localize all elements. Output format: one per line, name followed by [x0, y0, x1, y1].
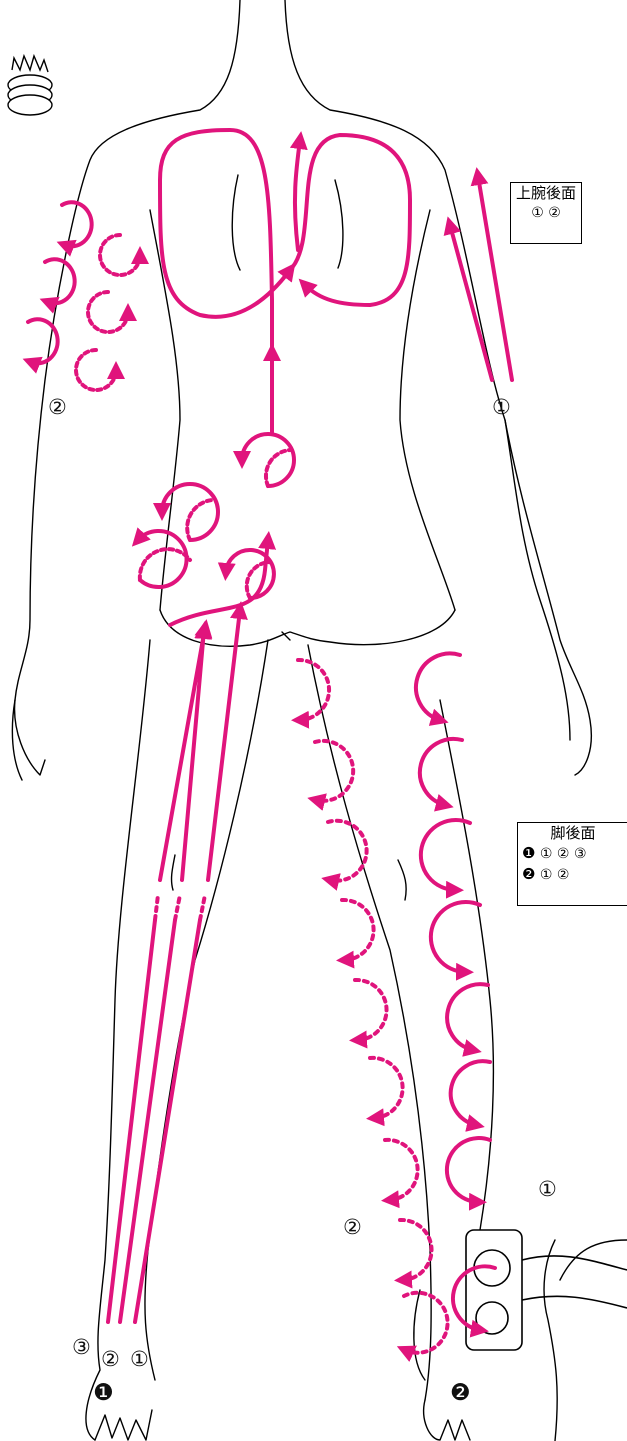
legend-upper-arm-back: 上腕後面 ① ②: [510, 182, 582, 244]
legend-item: ①: [540, 867, 553, 883]
label-leg-right-1: ①: [538, 1179, 557, 1200]
legend-item: ②: [557, 867, 570, 883]
right-leg-circles-solid: [416, 653, 495, 1330]
legend-item: ③: [574, 846, 587, 862]
legend-item: ②: [548, 205, 561, 221]
legend-title: 上腕後面: [511, 183, 581, 203]
label-leg-right-number: ❷: [450, 1383, 471, 1404]
label-leg-left-2: ②: [101, 1349, 120, 1370]
legend-title: 脚後面: [518, 823, 627, 843]
label-leg-left-1: ①: [130, 1349, 149, 1370]
right-arm-strokes: [450, 176, 512, 380]
right-leg-circles-dotted: [298, 660, 448, 1353]
massager-head-icon: [8, 56, 52, 115]
label-leg-right-2: ②: [343, 1217, 362, 1238]
left-arm-circles: [28, 202, 140, 390]
legend-leg-back: 脚後面 ❶ ① ② ③ ❷ ① ②: [517, 822, 627, 906]
legend-row-number: ❶: [522, 844, 535, 862]
label-arm-left-2: ②: [48, 397, 67, 418]
left-leg-lines: [108, 610, 240, 1322]
legend-item: ①: [531, 205, 544, 221]
back-upper-loops: [160, 130, 410, 432]
label-arm-right-1: ①: [492, 397, 511, 418]
label-leg-left-number: ❶: [93, 1383, 114, 1404]
legend-item: ②: [557, 846, 570, 862]
massager-device: [466, 1230, 627, 1350]
legend-row-number: ❷: [522, 865, 535, 883]
legend-item: ①: [540, 846, 553, 862]
label-leg-left-3: ③: [72, 1337, 91, 1358]
